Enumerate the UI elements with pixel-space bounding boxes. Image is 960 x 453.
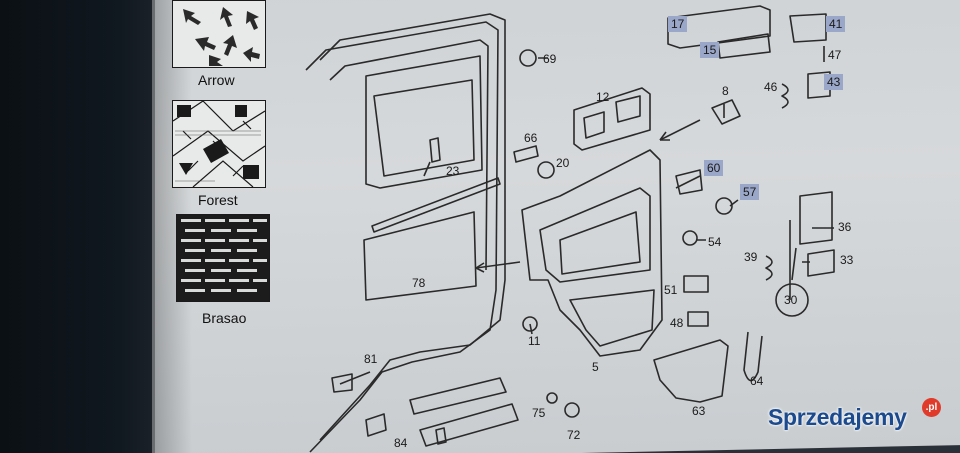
brasao-pattern-image <box>181 219 267 292</box>
callout-84: 84 <box>394 436 408 450</box>
callout-36: 36 <box>838 220 852 234</box>
callout-63: 63 <box>692 404 706 418</box>
callout-30: 30 <box>784 293 798 307</box>
callout-17: 17 <box>668 16 688 32</box>
callout-69: 69 <box>543 52 557 66</box>
callout-15: 15 <box>700 42 720 58</box>
callout-57: 57 <box>740 184 760 200</box>
arrow-pattern-image <box>183 7 260 66</box>
callout-78: 78 <box>412 276 426 290</box>
forest-pattern-label: Forest <box>198 192 238 208</box>
callout-11: 11 <box>528 334 541 348</box>
callout-39: 39 <box>744 250 758 264</box>
callout-48: 48 <box>670 316 684 330</box>
watermark-pl-badge: .pl <box>922 398 941 417</box>
callout-47: 47 <box>828 48 842 62</box>
callout-66: 66 <box>524 131 538 145</box>
callout-54: 54 <box>708 235 722 249</box>
callout-81: 81 <box>364 352 378 366</box>
callout-41: 41 <box>826 16 846 32</box>
callout-75: 75 <box>532 406 546 420</box>
callout-72: 72 <box>567 428 581 442</box>
forest-pattern-image <box>173 101 265 187</box>
callout-43: 43 <box>824 74 844 90</box>
callout-12: 12 <box>596 90 610 104</box>
sprzedajemy-watermark: Sprzedajemy <box>768 404 907 430</box>
callout-64: 64 <box>750 374 764 388</box>
callout-51: 51 <box>664 283 678 297</box>
callout-8: 8 <box>722 84 729 98</box>
callout-33: 33 <box>840 253 854 267</box>
brasao-pattern-swatch[interactable] <box>176 214 270 302</box>
callout-23: 23 <box>446 164 460 178</box>
arrow-pattern-swatch[interactable] <box>172 0 266 68</box>
forest-pattern-swatch[interactable] <box>172 100 266 188</box>
arrow-pattern-label: Arrow <box>198 72 235 88</box>
callout-60: 60 <box>704 160 724 176</box>
brasao-pattern-label: Brasao <box>202 310 247 326</box>
callout-46: 46 <box>764 80 778 94</box>
callout-20: 20 <box>556 156 570 170</box>
callout-5: 5 <box>592 360 599 374</box>
